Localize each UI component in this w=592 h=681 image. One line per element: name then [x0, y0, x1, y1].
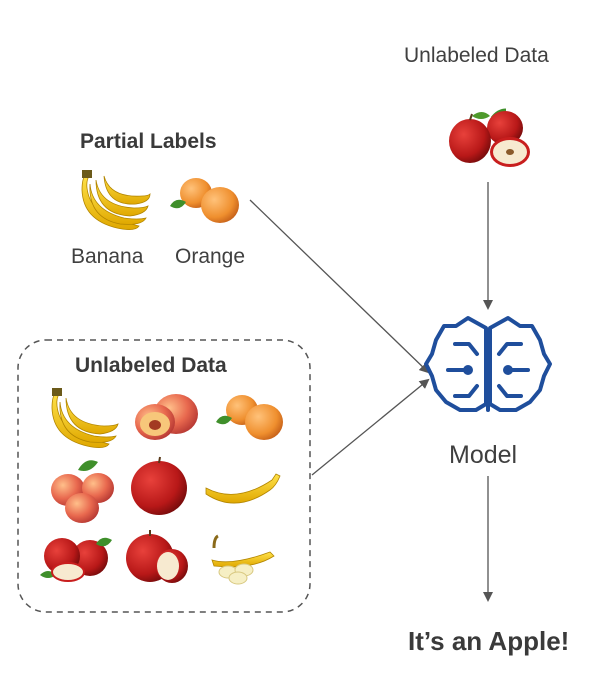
- result-label: It’s an Apple!: [408, 626, 570, 656]
- orange-label: Orange: [175, 245, 246, 268]
- apple-image: [131, 456, 187, 515]
- unlabeled-data-box: [17, 339, 311, 613]
- unlabeled-data-top-label: Unlabeled Data: [404, 44, 549, 67]
- model-label: Model: [449, 441, 518, 469]
- oranges-image: [170, 178, 239, 223]
- banana-bunch-image: [81, 170, 151, 230]
- brain-circuit-icon: [424, 316, 552, 412]
- apple-sliced-image: [126, 530, 188, 583]
- arrow-box-to-model: [311, 378, 430, 476]
- peach-half-image: [135, 394, 198, 440]
- apples-image-2: [40, 537, 112, 582]
- banana-label: Banana: [71, 245, 144, 268]
- banana-image: [205, 473, 281, 504]
- oranges-image-2: [216, 395, 283, 440]
- unlabeled-data-box-heading: Unlabeled Data: [75, 354, 227, 377]
- peaches-image: [51, 460, 114, 523]
- banana-slices-image: [211, 534, 275, 585]
- partial-labels-heading: Partial Labels: [80, 130, 217, 153]
- apples-image: [449, 108, 530, 167]
- arrow-labels-to-model: [249, 199, 430, 374]
- bananas-image: [51, 388, 119, 448]
